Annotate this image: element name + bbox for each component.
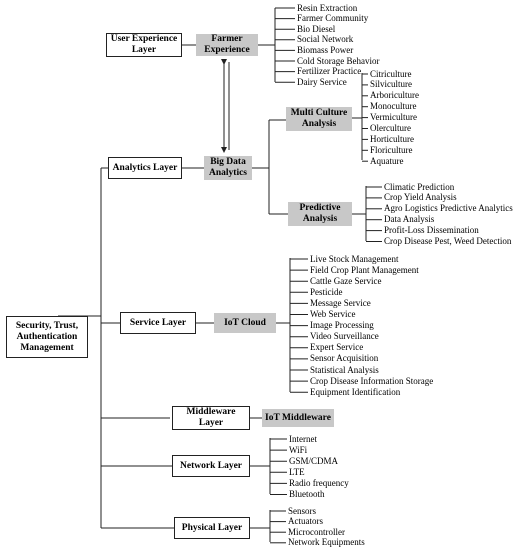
list-item: Microcontroller	[288, 526, 345, 537]
list-item: Crop Disease Information Storage	[310, 375, 434, 386]
list-item: Radio frequency	[289, 477, 349, 488]
list-item: Image Processing	[310, 320, 374, 331]
list-item: Crop Yield Analysis	[384, 192, 457, 203]
list-item: Climatic Prediction	[384, 181, 455, 192]
security-trust-authentication-box: Security, Trust, Authentication Manageme…	[6, 316, 88, 358]
farmer-experience-box: Farmer Experience	[196, 34, 258, 56]
list-item: Profit-Loss Dissemination	[384, 225, 479, 236]
user-experience-layer-box: User Experience Layer	[106, 33, 182, 57]
list-item: Internet	[289, 433, 317, 444]
list-item: Cold Storage Behavior	[297, 55, 380, 66]
list-item: Bio Diesel	[297, 23, 336, 34]
list-item: Network Equipments	[288, 537, 365, 548]
list-item: Data Analysis	[384, 214, 435, 225]
network-layer-box: Network Layer	[172, 455, 250, 477]
big-data-analytics-box: Big Data Analytics	[204, 156, 252, 180]
service-layer-box: Service Layer	[120, 312, 196, 334]
list-item: Olerculture	[370, 123, 411, 133]
list-item: Silviculture	[370, 79, 412, 90]
list-item: Dairy Service	[297, 76, 347, 87]
list-item: Cattle Gaze Service	[310, 275, 382, 286]
list-item: WiFi	[289, 444, 308, 455]
list-item: Aquature	[370, 155, 404, 166]
list-item: Live Stock Management	[310, 253, 399, 264]
iot-cloud-box: IoT Cloud	[214, 313, 276, 333]
list-item: LTE	[289, 466, 305, 477]
iot-middleware-box: IoT Middleware	[262, 409, 334, 427]
list-item: Actuators	[288, 516, 323, 527]
list-item: Vermiculture	[370, 112, 417, 123]
list-item: Expert Service	[310, 342, 364, 353]
list-item: Social Network	[297, 34, 354, 45]
middleware-layer-box: Middleware Layer	[172, 406, 250, 430]
list-item: Crop Disease Pest, Weed Detection	[384, 236, 512, 246]
list-item: Monoculture	[370, 101, 417, 112]
list-item: Video Surveillance	[310, 331, 379, 342]
list-item: Floriculture	[370, 144, 413, 155]
physical-layer-box: Physical Layer	[174, 517, 250, 539]
list-item: Arboriculture	[370, 90, 419, 101]
multi-culture-analysis-box: Multi Culture Analysis	[286, 107, 352, 131]
list-item: Citriculture	[370, 68, 412, 79]
list-item: Sensor Acquisition	[310, 353, 379, 364]
analytics-layer-box: Analytics Layer	[108, 157, 182, 179]
list-item: Agro Logistics Predictive Analytics	[384, 203, 513, 214]
list-item: Message Service	[310, 297, 371, 308]
list-item: Equipment Identification	[310, 386, 401, 397]
list-item: Resin Extraction	[297, 2, 358, 13]
list-item: GSM/CDMA	[289, 455, 339, 466]
list-item: Web Service	[310, 309, 356, 319]
list-item: Horticulture	[370, 133, 414, 144]
list-item: Biomass Power	[297, 44, 354, 55]
list-item: Sensors	[288, 505, 317, 516]
predictive-analysis-box: Predictive Analysis	[288, 202, 352, 226]
list-item: Pesticide	[310, 286, 343, 297]
list-item: Bluetooth	[289, 489, 325, 499]
list-item: Farmer Community	[297, 13, 369, 24]
list-item: Field Crop Plant Management	[310, 264, 419, 275]
list-item: Statistical Analysis	[310, 364, 379, 375]
list-item: Fertilizer Practice	[297, 66, 362, 77]
